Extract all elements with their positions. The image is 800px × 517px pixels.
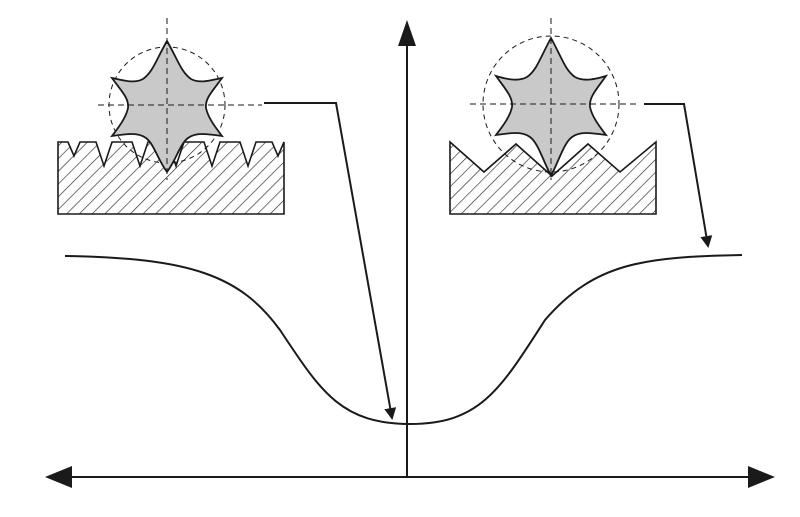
axis-arrow-up-icon <box>398 20 416 46</box>
v-groove-rack-icon <box>449 140 657 215</box>
right-gear <box>470 18 640 180</box>
right-rack <box>449 140 657 215</box>
right-gear-pitch-circle <box>482 35 620 173</box>
right-leader-arrow <box>644 103 713 248</box>
axis-arrow-left-icon <box>45 466 72 488</box>
left-gear <box>98 18 262 180</box>
response-curve <box>64 254 743 426</box>
six-pointed-star-gear-icon <box>493 36 609 179</box>
axis-arrow-right-icon <box>748 466 775 488</box>
left-leader-arrow <box>264 102 397 420</box>
